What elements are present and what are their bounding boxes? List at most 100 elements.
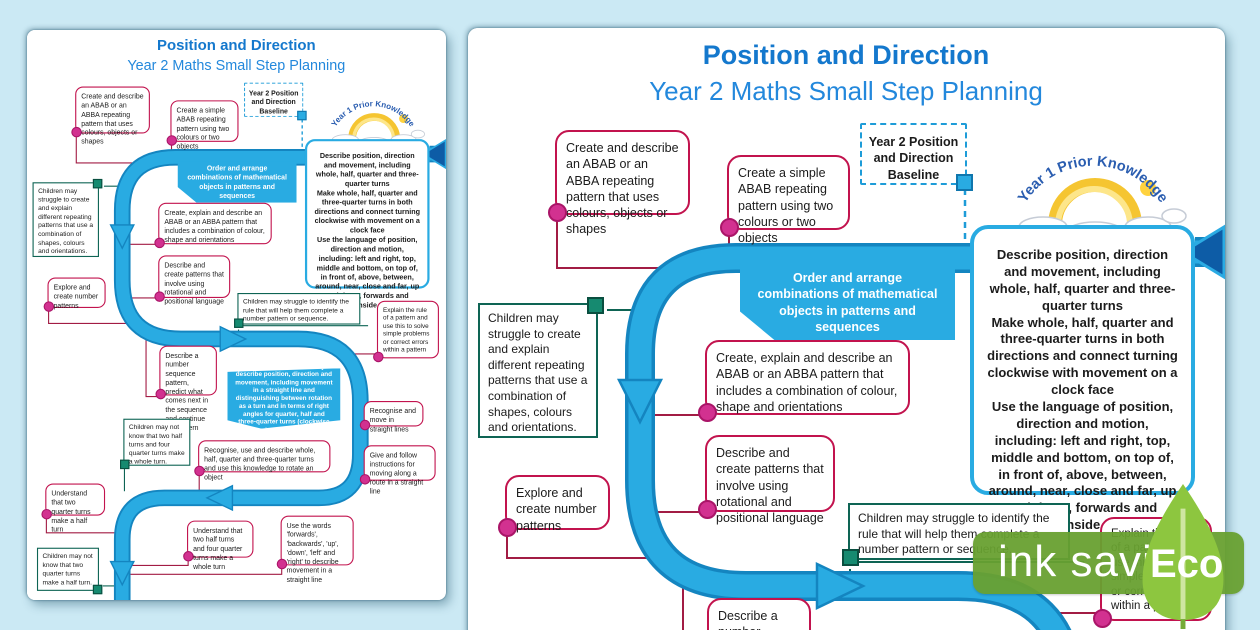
baseline-box: Year 2 Position and Direction Baseline xyxy=(860,123,973,191)
connector-dot-icon xyxy=(154,237,165,249)
misconception-box: Children may not know that two half turn… xyxy=(120,418,191,470)
box-text: Order and arrange combinations of mathem… xyxy=(187,164,287,200)
outcome-box: Explore and create number patterns xyxy=(43,277,106,312)
connector-square-icon xyxy=(587,297,604,314)
outcome-box: Describe and create patterns that involv… xyxy=(698,435,835,525)
box-text: Recognise and move in straight lines xyxy=(369,407,416,433)
box-text: Order and arrange combinations of mathem… xyxy=(757,271,938,334)
outcome-box: Use the words 'forwards', 'backwards', '… xyxy=(276,515,354,583)
connector-dot-icon xyxy=(194,465,205,477)
box-text: Describe and create patterns that involv… xyxy=(716,446,824,525)
box-text: Year 2 Position and Direction Baseline xyxy=(248,89,299,115)
connector-square-icon xyxy=(297,110,307,121)
box-text: Give and follow instructions for moving … xyxy=(369,451,424,496)
connector-dot-icon xyxy=(166,135,178,146)
connector-square-icon xyxy=(92,584,103,595)
misconception-box: Children may struggle to create and expl… xyxy=(32,178,103,258)
outcome-box: Explore and create number patterns xyxy=(498,475,610,537)
objective-text: Describe position, direction and movemen… xyxy=(315,151,419,188)
rainbow-icon: Year 1 Prior Knowledge xyxy=(1015,154,1187,240)
outcome-box: Create and describe an ABAB or an ABBA r… xyxy=(71,86,150,145)
box-text: Describe and create patterns that involv… xyxy=(164,261,224,306)
connector-square-icon xyxy=(120,459,130,470)
flag-marker-icon xyxy=(421,138,446,170)
learning-banner: Order and arrange combinations of mathem… xyxy=(740,265,955,340)
connector-dot-icon xyxy=(43,301,55,312)
eco-label: Eco xyxy=(1150,542,1224,586)
connector-dot-icon xyxy=(359,419,371,431)
leaf-icon xyxy=(1142,483,1224,629)
box-text: Create, explain and describe an ABAB or … xyxy=(716,351,898,414)
learning-banner: Use mathematical vocabulary to describe … xyxy=(227,368,341,429)
box-text: Create a simple ABAB repeating pattern u… xyxy=(738,166,834,245)
page-subtitle: Year 2 Maths Small Step Planning xyxy=(649,76,1043,106)
connector-square-icon xyxy=(956,174,973,191)
connector-dot-icon xyxy=(720,218,739,237)
outcome-box: Give and follow instructions for moving … xyxy=(359,445,436,495)
outcome-box: Understand that two half turns and four … xyxy=(183,520,254,570)
outcome-box: Understand that two quarter turns make a… xyxy=(41,483,106,533)
objective-text: Use the language of position, direction … xyxy=(315,235,420,310)
connector-dot-icon xyxy=(698,500,717,519)
outcome-box: Recognise and move in straight lines xyxy=(359,400,424,433)
page-title: Position and Direction xyxy=(702,40,990,70)
outcome-box: Create and describe an ABAB or an ABBA r… xyxy=(548,130,690,236)
outcome-box: Describe a number sequence pattern, pred… xyxy=(155,345,217,431)
box-text: Create and describe an ABAB or an ABBA r… xyxy=(81,92,144,146)
outcome-box: Recognise, use and describe whole, half,… xyxy=(194,440,331,481)
box-text: Explore and create number patterns xyxy=(53,283,99,310)
connector-dot-icon xyxy=(548,203,567,222)
connector-dot-icon xyxy=(71,126,82,138)
box-text: Children may not know that two quarter t… xyxy=(42,552,93,586)
outcome-box: Explain the rule of a pattern and use th… xyxy=(373,300,439,363)
outcome-box: Describe a number sequence pattern, pred… xyxy=(707,598,811,630)
objective-text: Make whole, half, quarter and three-quar… xyxy=(987,314,1178,398)
box-text: Explore and create number patterns xyxy=(516,486,597,533)
box-text: Create a simple ABAB repeating pattern u… xyxy=(176,106,230,151)
misconception-box: Children may struggle to identify the ru… xyxy=(234,293,361,328)
box-text: Children may struggle to create and expl… xyxy=(38,186,94,255)
ink-saving-eco-badge: ink saving Eco xyxy=(973,481,1244,629)
box-text: Create, explain and describe an ABAB or … xyxy=(164,208,265,244)
page-title: Position and Direction xyxy=(156,36,316,54)
connector-dot-icon xyxy=(155,388,166,400)
connector-dot-icon xyxy=(276,558,288,570)
outcome-box: Create, explain and describe an ABAB or … xyxy=(154,202,272,249)
box-text: Explain the rule of a pattern and use th… xyxy=(383,306,430,354)
box-text: Use the words 'forwards', 'backwards', '… xyxy=(286,521,339,584)
box-text: Describe a number sequence pattern, pred… xyxy=(718,609,778,630)
rainbow-icon: Year 1 Prior Knowledge xyxy=(330,99,425,148)
connector-dot-icon xyxy=(183,551,194,562)
flag-marker-icon xyxy=(1180,224,1225,280)
misconception-box: Children may not know that two quarter t… xyxy=(36,547,103,595)
page-subtitle: Year 2 Maths Small Step Planning xyxy=(127,56,346,74)
connector-dot-icon xyxy=(698,403,717,422)
outcome-box: Describe and create patterns that involv… xyxy=(154,255,231,305)
misconception-box: Children may struggle to create and expl… xyxy=(478,297,604,438)
connector-square-icon xyxy=(842,549,859,566)
connector-dot-icon xyxy=(1093,609,1112,628)
connector-square-icon xyxy=(234,318,244,328)
objective-text: Make whole, half, quarter and three-quar… xyxy=(314,188,421,235)
box-text: Create and describe an ABAB or an ABBA r… xyxy=(566,141,679,237)
connector-dot-icon xyxy=(41,508,52,520)
connector-dot-icon xyxy=(154,291,165,302)
objectives-box: Describe position, direction and movemen… xyxy=(304,139,430,309)
learning-banner: Order and arrange combinations of mathem… xyxy=(177,161,297,203)
outcome-box: Create a simple ABAB repeating pattern u… xyxy=(166,100,239,150)
box-text: Children may not know that two half turn… xyxy=(128,423,185,466)
objective-text: Describe position, direction and movemen… xyxy=(989,247,1176,313)
box-text: Understand that two half turns and four … xyxy=(193,526,243,571)
connector-dot-icon xyxy=(359,474,371,485)
box-text: Year 2 Position and Direction Baseline xyxy=(868,135,959,182)
outcome-box: Create, explain and describe an ABAB or … xyxy=(698,340,910,422)
objectives-box: Describe position, direction and movemen… xyxy=(970,225,1195,532)
connector-square-icon xyxy=(92,178,103,189)
box-text: Children may struggle to identify the ru… xyxy=(242,297,349,323)
connector-dot-icon xyxy=(373,351,384,363)
